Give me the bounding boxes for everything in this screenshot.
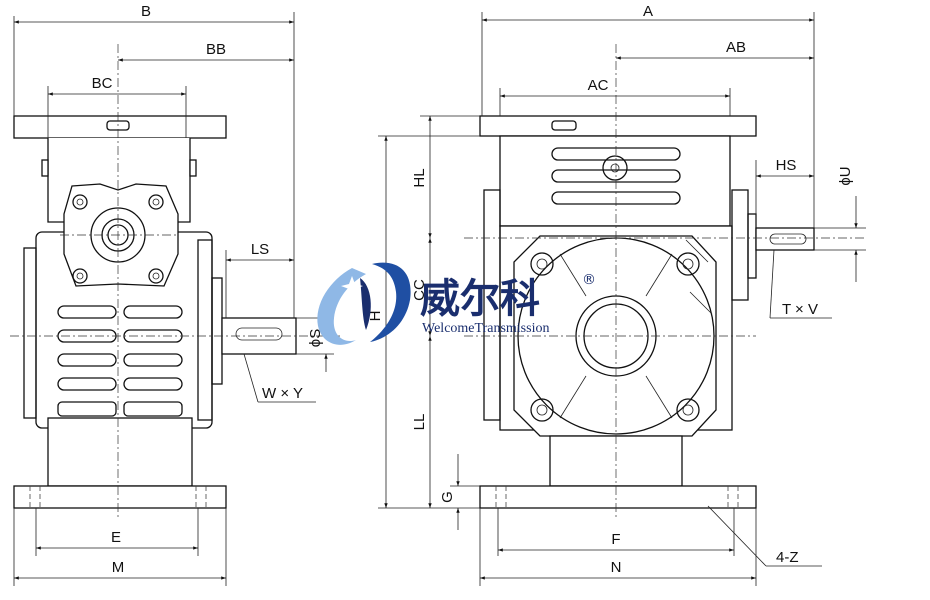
- logo-swoosh-icon: [317, 268, 366, 345]
- right-view: [464, 44, 866, 520]
- dim-hl: HL: [411, 168, 428, 187]
- dim-ac: AC: [588, 77, 609, 94]
- left-view: [10, 44, 340, 520]
- dim-g: G: [439, 491, 456, 503]
- dim-f: F: [611, 531, 620, 548]
- dim-tv: T × V: [782, 301, 818, 318]
- brand-logo: 威尔科 ® WelcomeTransmission: [317, 262, 596, 345]
- dim-a: A: [643, 3, 653, 20]
- dim-e: E: [111, 529, 121, 546]
- dim-wy: W × Y: [262, 385, 303, 402]
- dim-cc: CC: [411, 279, 428, 301]
- dim-ls: LS: [251, 241, 269, 258]
- logo-english: WelcomeTransmission: [422, 321, 549, 336]
- logo-chinese: 威尔科: [420, 276, 540, 322]
- dim-ll: LL: [411, 414, 428, 431]
- dim-u: ϕU: [837, 166, 854, 185]
- dim-hs: HS: [776, 157, 797, 174]
- dim-ab: AB: [726, 39, 746, 56]
- dim-h: H: [367, 311, 384, 322]
- dim-s: ϕS: [307, 329, 324, 347]
- dim-n: N: [611, 559, 622, 576]
- right-dimensions: A AB AC H HL CC LL G HS ϕU T × V: [367, 3, 866, 586]
- dim-bc: BC: [92, 75, 113, 92]
- left-dimensions: B BB BC LS ϕS W × Y E M: [13, 3, 334, 586]
- dim-b: B: [141, 3, 151, 20]
- dim-m: M: [112, 559, 125, 576]
- logo-registered: ®: [582, 272, 596, 288]
- dim-z: 4-Z: [776, 549, 799, 566]
- dim-bb: BB: [206, 41, 226, 58]
